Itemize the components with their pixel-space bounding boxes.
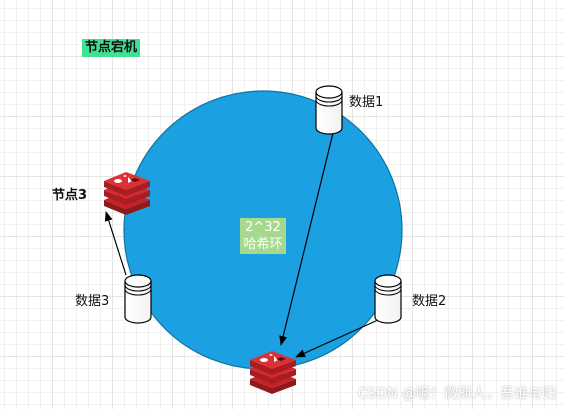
data2-label: 数据2 (412, 294, 447, 309)
legend-node-down-label: 节点宕机 (82, 39, 141, 57)
database-icon (124, 274, 152, 324)
arrow-data2-to-node (295, 319, 379, 358)
arrow-data3-to-node3 (104, 211, 127, 276)
data3-label: 数据3 (75, 294, 110, 309)
hash-ring-size: 2^32 (245, 220, 281, 235)
redis-server-icon (250, 351, 296, 394)
watermark: CSDN @噫！微斯人，吾谁与归 (357, 386, 556, 402)
database-icon (315, 85, 343, 135)
data1-label: 数据1 (349, 95, 384, 110)
hash-ring-label: 2^32 哈希环 (240, 218, 286, 254)
node3-label: 节点3 (52, 188, 88, 203)
database-icon (374, 274, 402, 324)
redis-server-icon (104, 172, 150, 215)
arrow-data1-to-node (279, 132, 334, 346)
hash-ring-title: 哈希环 (243, 237, 283, 252)
